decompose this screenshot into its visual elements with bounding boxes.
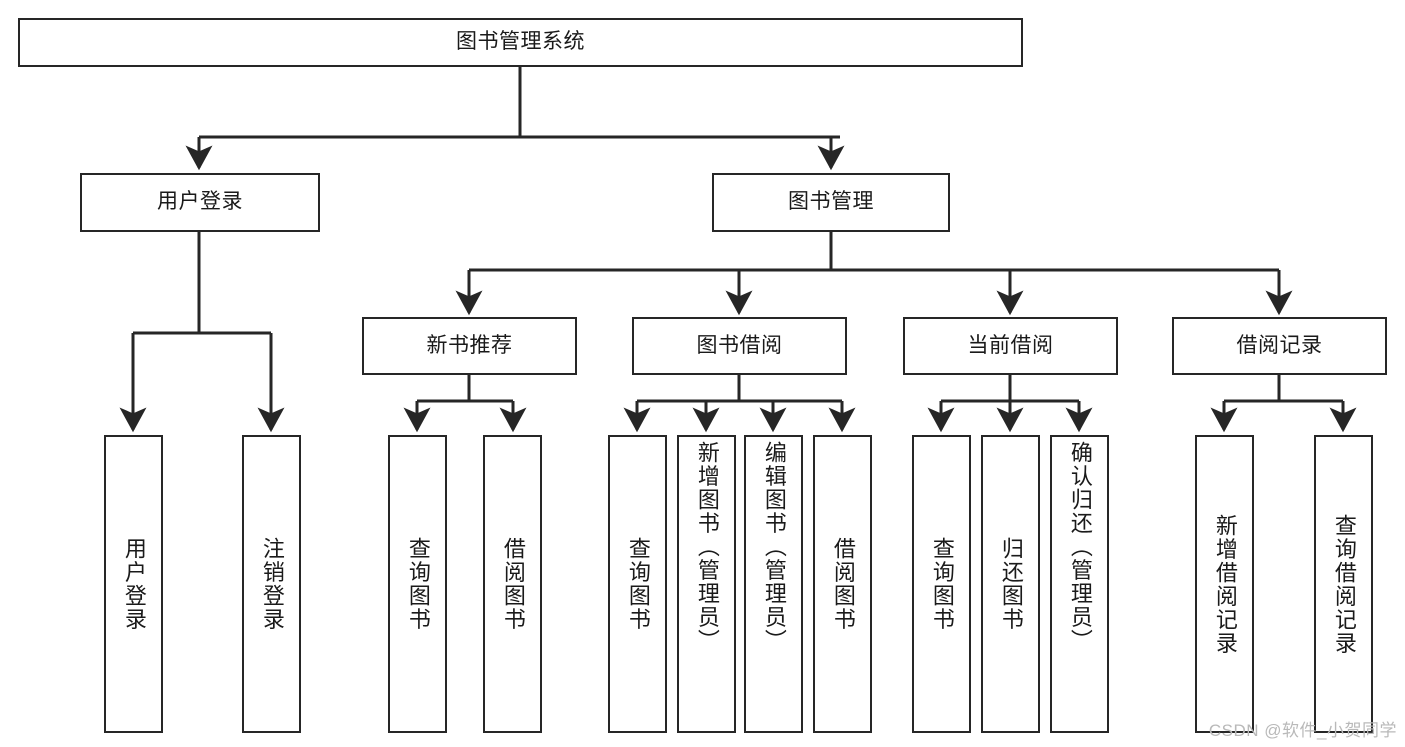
node-book-manage[interactable]: 图书管理 <box>712 173 950 232</box>
node-leaf-query-book-a-label: 查询图书 <box>405 537 431 631</box>
node-leaf-query-book-b[interactable]: 查询图书 <box>608 435 667 733</box>
node-leaf-borrow-book-b[interactable]: 借阅图书 <box>813 435 872 733</box>
node-leaf-borrow-book-a-label: 借阅图书 <box>500 537 526 631</box>
node-book-borrow[interactable]: 图书借阅 <box>632 317 847 375</box>
node-leaf-add-record-label: 新增借阅记录 <box>1212 513 1238 655</box>
node-borrow-record[interactable]: 借阅记录 <box>1172 317 1387 375</box>
node-user-login[interactable]: 用户登录 <box>80 173 320 232</box>
node-leaf-user-logout[interactable]: 注销登录 <box>242 435 301 733</box>
node-user-login-label: 用户登录 <box>157 190 243 214</box>
node-leaf-user-logout-label: 注销登录 <box>259 537 285 631</box>
node-leaf-confirm-return[interactable]: 确认归还（管理员） <box>1050 435 1109 733</box>
node-leaf-user-login-label: 用户登录 <box>121 537 147 631</box>
node-leaf-edit-book[interactable]: 编辑图书（管理员） <box>744 435 803 733</box>
node-leaf-borrow-book-b-label: 借阅图书 <box>830 537 856 631</box>
node-book-borrow-label: 图书借阅 <box>696 333 783 357</box>
node-book-manage-label: 图书管理 <box>788 190 874 214</box>
node-current-borrow[interactable]: 当前借阅 <box>903 317 1118 375</box>
node-root[interactable]: 图书管理系统 <box>18 18 1023 67</box>
watermark-text: CSDN @软件_小贺同学 <box>1208 721 1397 740</box>
node-borrow-record-label: 借阅记录 <box>1236 333 1323 357</box>
node-root-label: 图书管理系统 <box>456 30 585 54</box>
node-leaf-query-book-b-label: 查询图书 <box>625 537 651 631</box>
node-leaf-query-record-label: 查询借阅记录 <box>1331 513 1357 655</box>
node-leaf-query-book-c-label: 查询图书 <box>929 537 955 631</box>
node-current-borrow-label: 当前借阅 <box>967 333 1054 357</box>
node-new-book-recommend-label: 新书推荐 <box>426 333 513 357</box>
node-leaf-confirm-return-label: 确认归还（管理员） <box>1067 441 1093 653</box>
node-leaf-query-book-c[interactable]: 查询图书 <box>912 435 971 733</box>
node-leaf-query-book-a[interactable]: 查询图书 <box>388 435 447 733</box>
node-leaf-add-book[interactable]: 新增图书（管理员） <box>677 435 736 733</box>
node-leaf-borrow-book-a[interactable]: 借阅图书 <box>483 435 542 733</box>
node-leaf-user-login[interactable]: 用户登录 <box>104 435 163 733</box>
node-leaf-add-record[interactable]: 新增借阅记录 <box>1195 435 1254 733</box>
node-leaf-return-book[interactable]: 归还图书 <box>981 435 1040 733</box>
node-leaf-return-book-label: 归还图书 <box>998 537 1024 631</box>
node-new-book-recommend[interactable]: 新书推荐 <box>362 317 577 375</box>
node-leaf-add-book-label: 新增图书（管理员） <box>694 441 720 653</box>
node-leaf-query-record[interactable]: 查询借阅记录 <box>1314 435 1373 733</box>
node-leaf-edit-book-label: 编辑图书（管理员） <box>761 441 787 653</box>
